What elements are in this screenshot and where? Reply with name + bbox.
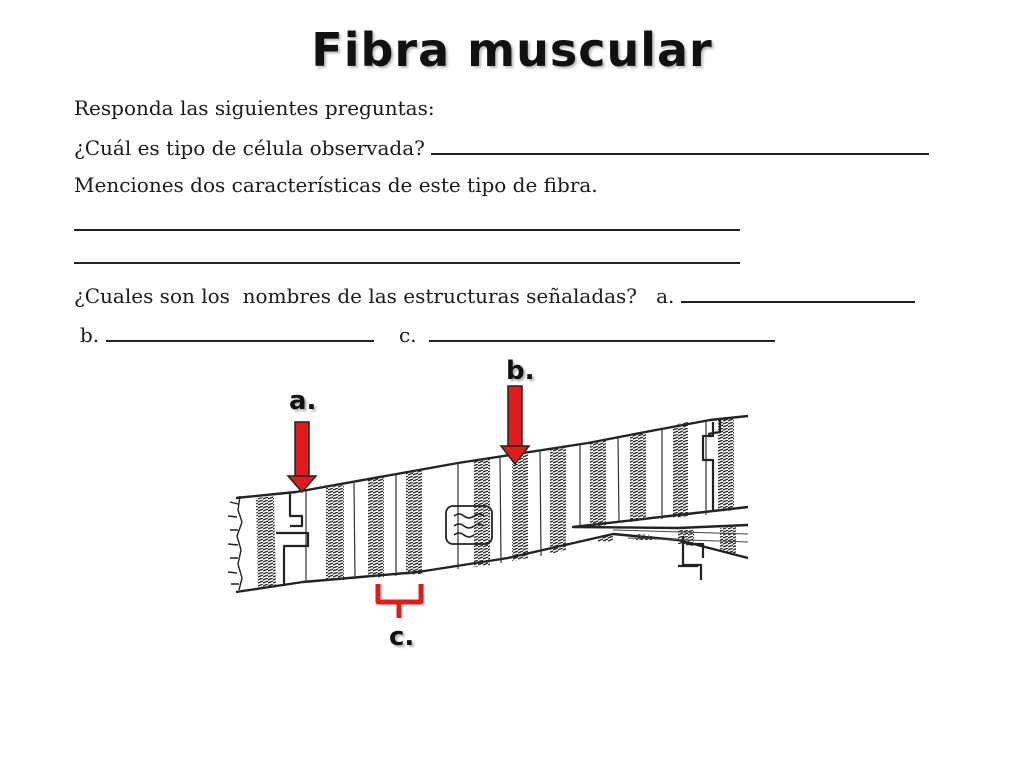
question-2-text: Menciones dos características de este ti… <box>74 173 598 197</box>
answer-line-c <box>429 322 776 342</box>
label-b: b. <box>506 356 535 386</box>
band-lines <box>305 421 707 583</box>
muscle-fiber-drawing <box>227 385 749 618</box>
arrow-b-shaft <box>507 385 523 451</box>
answer-line-3 <box>74 244 740 264</box>
dark-bands <box>256 417 736 588</box>
bracket-c <box>375 584 424 618</box>
question-3: ¿Cuales son los nombres de las estructur… <box>74 283 915 308</box>
arrow-a-head <box>286 475 318 494</box>
instructions-text: Responda las siguientes preguntas: <box>74 96 435 120</box>
page-title: Fibra muscular <box>311 23 713 77</box>
answer-line-2 <box>74 211 740 231</box>
question-3-continued: b. c. <box>80 322 776 347</box>
fiber-left-edge <box>227 495 243 591</box>
answer-line-1 <box>431 135 930 155</box>
branch-lines <box>612 529 749 543</box>
question-1: ¿Cuál es tipo de célula observada? <box>74 135 930 160</box>
arrow-b-head <box>499 445 531 466</box>
question-1-text: ¿Cuál es tipo de célula observada? <box>74 136 425 160</box>
arrow-a-shaft <box>294 421 310 481</box>
option-c-label: c. <box>398 323 417 347</box>
nucleus <box>445 505 493 545</box>
question-3-text: ¿Cuales son los nombres de las estructur… <box>74 284 638 308</box>
answer-line-b <box>105 322 374 342</box>
label-a: a. <box>289 386 317 416</box>
answer-line-3-row <box>74 244 740 269</box>
label-c: c. <box>389 622 415 652</box>
answer-line-2-row <box>74 211 740 236</box>
fiber-outline <box>235 414 749 594</box>
answer-line-a <box>680 283 915 303</box>
option-a-label: a. <box>656 284 675 308</box>
intercalated-discs <box>276 420 722 586</box>
option-b-label: b. <box>80 323 100 347</box>
